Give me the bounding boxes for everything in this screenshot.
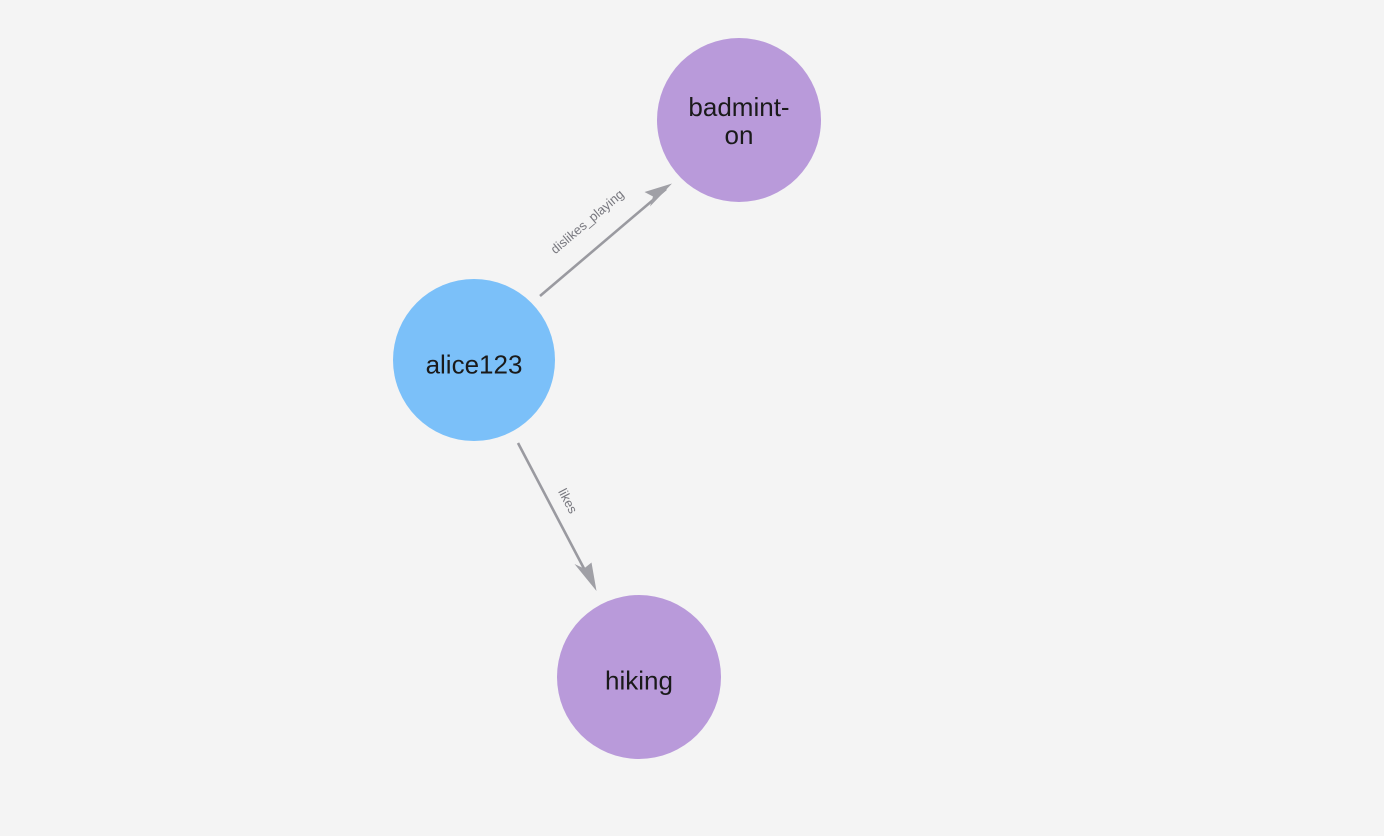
graph-node-hiking-label: hiking bbox=[605, 666, 673, 696]
edge-label-dislikes-playing: dislikes_playing bbox=[548, 186, 627, 256]
graph-node-hiking-circle[interactable] bbox=[557, 595, 721, 759]
edge-dislikes-playing[interactable]: dislikes_playing bbox=[539, 183, 672, 297]
graph-node-badminton-circle[interactable] bbox=[657, 38, 821, 202]
edge-label-likes: likes bbox=[555, 486, 581, 516]
edge-line-likes bbox=[516, 442, 592, 581]
edge-likes[interactable]: likes bbox=[516, 442, 597, 591]
nodes-layer: badmint- on alice123 hiking bbox=[393, 38, 821, 759]
graph-node-badminton-label-line-1: badmint- bbox=[688, 92, 789, 122]
edge-arrowhead-dislikes-playing bbox=[644, 183, 672, 207]
graph-node-alice123[interactable]: alice123 bbox=[393, 279, 555, 441]
graph-node-alice123-label: alice123 bbox=[426, 350, 523, 380]
graph-node-hiking[interactable]: hiking bbox=[557, 595, 721, 759]
edge-arrowhead-likes bbox=[574, 562, 597, 591]
graph-node-badminton[interactable]: badmint- on bbox=[657, 38, 821, 202]
edge-line-dislikes-playing bbox=[539, 188, 667, 297]
graph-node-badminton-label-line-2: on bbox=[725, 120, 754, 150]
graph-node-alice123-circle[interactable] bbox=[393, 279, 555, 441]
